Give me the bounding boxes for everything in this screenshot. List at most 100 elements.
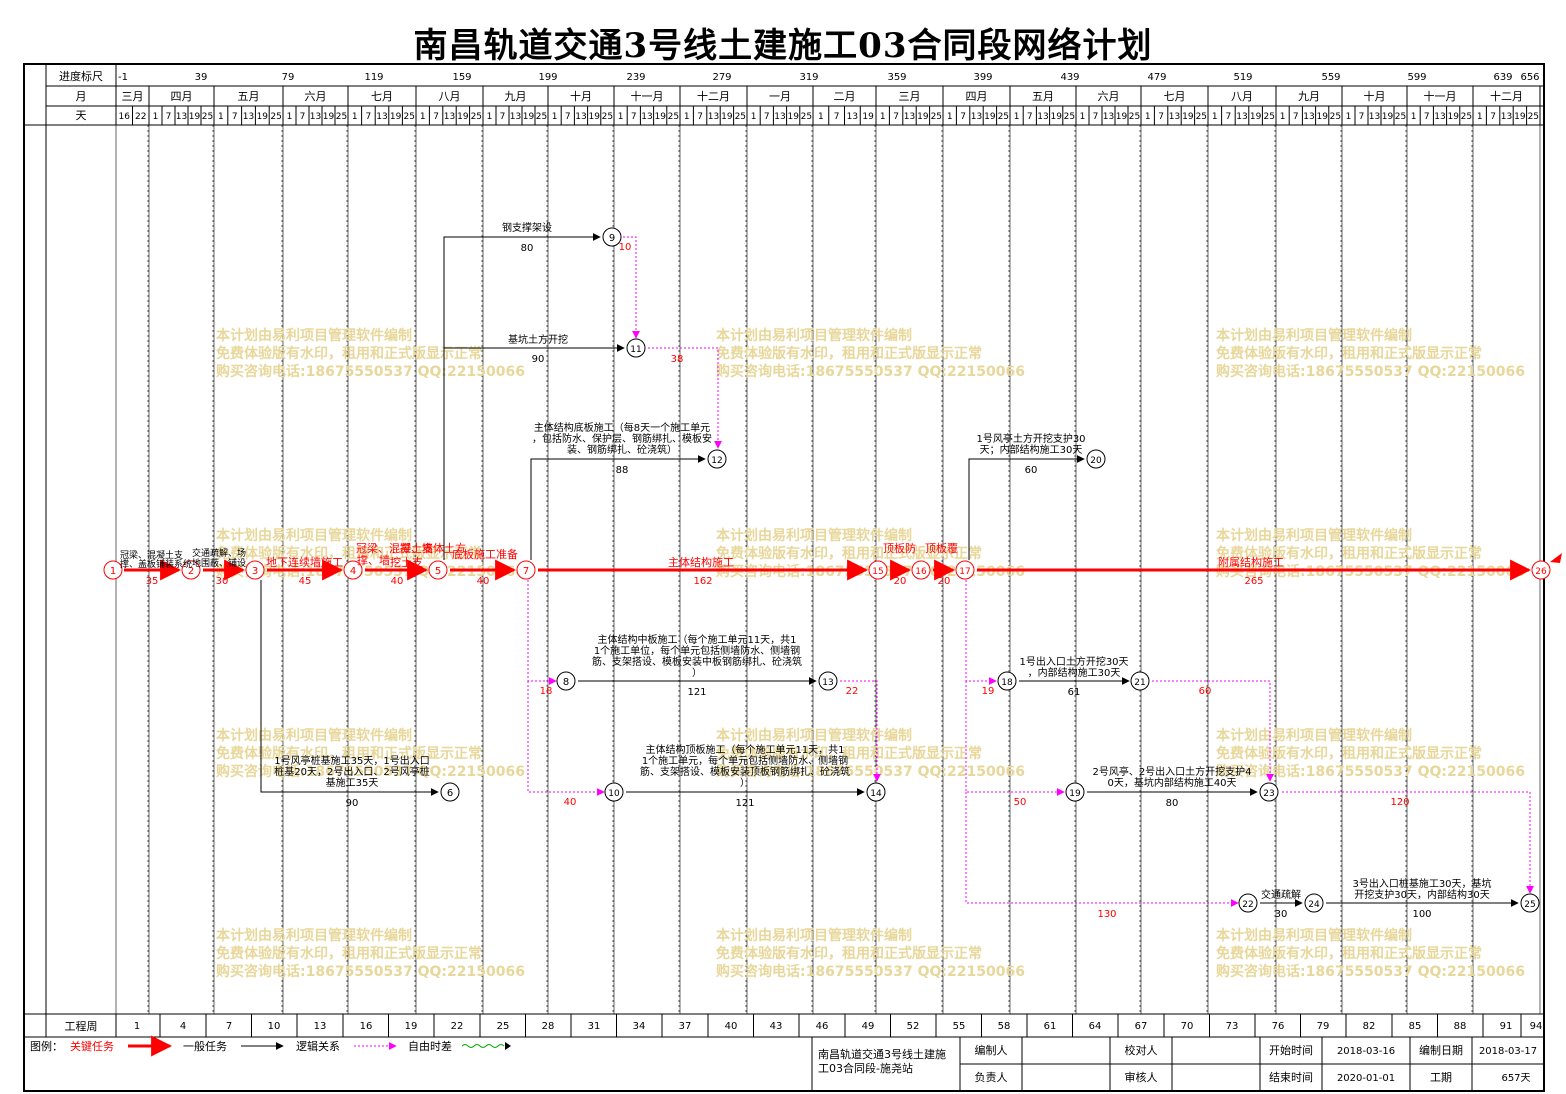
start-label: 开始时间: [1269, 1043, 1313, 1057]
node-label: 23: [1263, 789, 1274, 799]
month-cell: 八月: [1231, 90, 1253, 103]
end-label: 结束时间: [1269, 1071, 1313, 1084]
week-cell: 10: [268, 1021, 281, 1032]
day-cell: 25: [668, 112, 679, 122]
legend-label: 图例：: [30, 1039, 63, 1053]
day-cell: 25: [931, 112, 942, 122]
day-cell: 19: [787, 112, 799, 122]
week-cell: 70: [1181, 1021, 1194, 1032]
day-cell: 1: [218, 112, 224, 122]
owner-label: 负责人: [975, 1070, 1008, 1084]
float-value: 120: [1390, 797, 1409, 808]
day-cell: 1: [1080, 112, 1086, 122]
task-duration: 162: [693, 576, 712, 587]
node-circle: [343, 560, 363, 580]
day-cell: 7: [834, 112, 840, 122]
task-label: 附属结构施工: [1218, 555, 1284, 569]
task-duration: 121: [735, 798, 754, 809]
watermark-text: 本计划由易利项目管理软件编制: [1216, 927, 1412, 944]
task-label: ，内部结构施工30天: [1028, 666, 1121, 679]
scale-tick: 599: [1407, 72, 1426, 83]
watermark-text: 免费体验版有水印，租用和正式版显示正常: [1216, 745, 1482, 762]
node-circle: [866, 782, 886, 802]
day-cell: 25: [1528, 112, 1539, 122]
week-cell: 25: [497, 1021, 510, 1032]
node-circle: [997, 671, 1017, 691]
task-duration: 265: [1244, 576, 1263, 587]
node-circle: [1086, 449, 1106, 469]
day-cell: 25: [270, 112, 281, 122]
node-label: 8: [563, 677, 569, 688]
day-cell: 13: [1434, 112, 1445, 122]
node-label: 25: [1524, 900, 1535, 910]
day-cell: 25: [1129, 112, 1140, 122]
day-cell: 13: [1169, 112, 1180, 122]
week-cell: 73: [1226, 1021, 1239, 1032]
start-value: 2018-03-16: [1337, 1046, 1395, 1057]
task-label: 底板施工准备: [452, 547, 518, 561]
month-cell: 四月: [171, 90, 193, 103]
day-cell: 1: [751, 112, 757, 122]
week-cell: 22: [451, 1021, 464, 1032]
task-duration: 80: [521, 243, 534, 254]
week-cell: 46: [816, 1021, 829, 1032]
task-duration: 60: [1025, 465, 1038, 476]
watermark-text: 本计划由易利项目管理软件编制: [1216, 327, 1412, 344]
watermark-text: 免费体验版有水印，租用和正式版显示正常: [716, 545, 982, 562]
legend-float-label: 自由时差: [408, 1039, 452, 1053]
day-cell: 7: [1424, 112, 1430, 122]
end-value: 2020-01-01: [1337, 1073, 1395, 1084]
node-label: 17: [959, 567, 970, 577]
node-circle: [556, 671, 576, 691]
task-label: 天；内部结构施工30天: [980, 443, 1083, 456]
day-cell: 1: [352, 112, 358, 122]
task-label: 2号风亭、2号出入口土方开挖支护4: [1092, 765, 1251, 778]
node-label: 22: [1242, 900, 1253, 910]
legend-critical-label: 关键任务: [70, 1039, 114, 1053]
watermark-text: 免费体验版有水印，租用和正式版显示正常: [1216, 945, 1482, 962]
week-cell: 31: [588, 1021, 601, 1032]
float-value: 40: [564, 797, 577, 808]
end-flag-icon: [1550, 553, 1562, 563]
watermark-text: 免费体验版有水印，租用和正式版显示正常: [1216, 345, 1482, 362]
task-label: 1个施工单元，每个单元包括侧墙防水、侧墙钢: [642, 754, 848, 767]
task-label: 主体结构中板施工（每个施工单元11天，共1: [597, 633, 796, 646]
logic-17-19: [965, 681, 1065, 796]
day-cell: 13: [904, 112, 915, 122]
task-label: 桩基20天，2号出入口、2号风亭桩: [274, 765, 429, 778]
scale-tick: 199: [538, 72, 557, 83]
day-cell: 7: [631, 112, 637, 122]
day-cell: 25: [1330, 112, 1341, 122]
day-cell: 25: [735, 112, 746, 122]
normal-tasks: [260, 233, 1519, 907]
day-cell: 7: [366, 112, 372, 122]
node-circle: [911, 560, 931, 580]
node-circle: [626, 338, 646, 358]
week-cell: 67: [1135, 1021, 1148, 1032]
task-label: 开挖支护30天，内部结构30天: [1354, 888, 1489, 901]
logic-relations: [527, 236, 1534, 907]
scale-tick: 279: [712, 72, 731, 83]
week-cell: 82: [1363, 1021, 1376, 1032]
watermark-text: 本计划由易利项目管理软件编制: [716, 727, 912, 744]
day-cell: 7: [232, 112, 238, 122]
scale-tick: 479: [1147, 72, 1166, 83]
month-cell: 九月: [505, 90, 527, 103]
week-cell: 52: [907, 1021, 920, 1032]
week-cell: 37: [679, 1021, 692, 1032]
watermark-text: 本计划由易利项目管理软件编制: [216, 527, 412, 544]
task-label: 装、钢筋绑扎、砼浇筑）: [567, 443, 677, 456]
node-label: 5: [435, 566, 441, 577]
day-cell: 19: [721, 112, 733, 122]
week-cell: 28: [542, 1021, 555, 1032]
day-cell: 22: [135, 112, 146, 122]
legend-normal-label: 一般任务: [183, 1040, 227, 1053]
node-circle: [1304, 893, 1324, 913]
day-cell: 1: [1346, 112, 1352, 122]
logic-7-8: [527, 580, 557, 685]
month-cell: 二月: [834, 90, 856, 103]
node-label: 3: [252, 566, 258, 577]
